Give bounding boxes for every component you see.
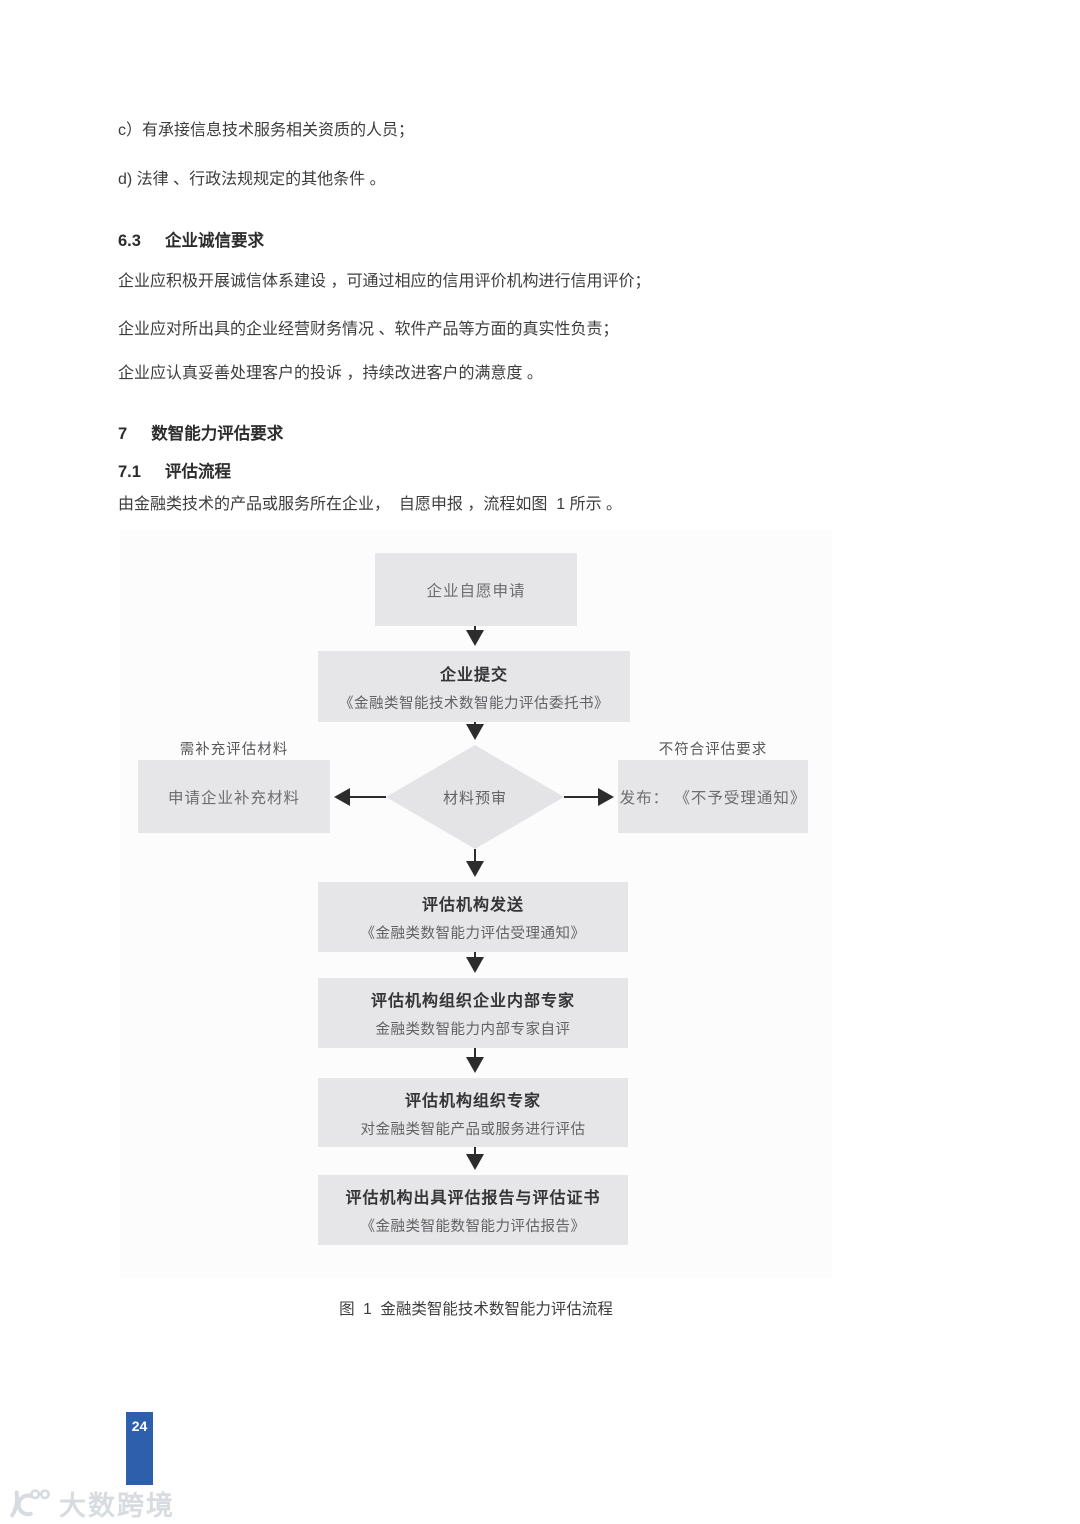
node-title: 企业提交: [439, 666, 508, 684]
flowchart-node-self-eval: 评估机构组织企业内部专家 金融类数智能力内部专家自评: [318, 978, 628, 1048]
branch-label-supplement: 需补充评估材料: [179, 742, 289, 758]
section-title: 评估流程: [164, 463, 231, 481]
node-subtitle: 《金融类数智能力评估受理通知》: [360, 926, 586, 942]
flowchart-node-accept-notice: 评估机构发送 《金融类数智能力评估受理通知》: [318, 882, 628, 952]
section-title: 数智能力评估要求: [151, 425, 284, 443]
flowchart-figure: 企业自愿申请 企业提交 《金融类智能技术数智能力评估委托书》 需补充评估材料 申…: [120, 530, 832, 1278]
node-text: 发布： 《不予受理通知》: [619, 789, 807, 807]
section-number: 7: [118, 425, 128, 443]
flowchart-node-expert-eval: 评估机构组织专家 对金融类智能产品或服务进行评估: [318, 1078, 628, 1147]
branch-label-reject: 不符合评估要求: [658, 742, 768, 758]
paragraph: 企业应积极开展诚信体系建设 ，可通过相应的信用评价机构进行信用评价；: [118, 273, 651, 290]
node-title: 评估机构出具评估报告与评估证书: [345, 1190, 601, 1207]
flowchart-node-review: 材料预审: [442, 790, 507, 807]
flowchart-connectors: [334, 626, 614, 1170]
page-number: 24: [131, 1418, 148, 1434]
watermark: 大数跨境: [6, 1484, 175, 1523]
flowchart-node-submit: 企业提交 《金融类智能技术数智能力评估委托书》: [318, 651, 630, 722]
node-subtitle: 《金融类智能技术数智能力评估委托书》: [339, 695, 609, 712]
node-subtitle: 《金融类智能数智能力评估报告》: [360, 1219, 586, 1235]
node-title: 评估机构组织企业内部专家: [370, 993, 575, 1010]
flowchart-node-supplement: 申请企业补充材料: [138, 760, 330, 833]
node-text: 申请企业补充材料: [167, 789, 300, 807]
paragraph: 企业应对所出具的企业经营财务情况 、软件产品等方面的真实性负责；: [118, 321, 619, 338]
flowchart-node-apply: 企业自愿申请: [375, 553, 577, 626]
watermark-text: 大数跨境: [59, 1491, 175, 1521]
paragraph-intro: 由金融类技术的产品或服务所在企业， 自愿申报 ，流程如图 1 所示 。: [118, 496, 623, 513]
list-item-c: c）有承接信息技术服务相关资质的人员；: [118, 122, 415, 139]
node-text: 企业自愿申请: [426, 582, 526, 600]
node-title: 评估机构组织专家: [404, 1092, 541, 1110]
watermark-logo-icon: [10, 1488, 50, 1517]
section-heading-7-1: 7.1 评估流程: [118, 458, 231, 482]
flowchart-node-reject: 发布： 《不予受理通知》: [618, 760, 808, 833]
node-subtitle: 金融类数智能力内部专家自评: [375, 1022, 571, 1038]
flowchart-node-report: 评估机构出具评估报告与评估证书 《金融类智能数智能力评估报告》: [318, 1175, 628, 1245]
page-number-tab: 24: [126, 1412, 153, 1485]
section-title: 企业诚信要求: [164, 232, 264, 250]
figure-caption: 图 1 金融类智能技术数智能力评估流程: [339, 1301, 613, 1318]
section-number: 7.1: [118, 463, 141, 481]
section-heading-6-3: 6.3 企业诚信要求: [118, 227, 264, 251]
node-subtitle: 对金融类智能产品或服务进行评估: [360, 1121, 586, 1138]
node-title: 评估机构发送: [421, 897, 524, 914]
section-heading-7: 7 数智能力评估要求: [118, 420, 283, 444]
section-number: 6.3: [118, 232, 141, 250]
decision-diamond-shape: [386, 745, 564, 849]
paragraph: 企业应认真妥善处理客户的投诉 ，持续改进客户的满意度 。: [118, 365, 543, 382]
list-item-d: d) 法律 、行政法规规定的其他条件 。: [118, 171, 386, 188]
